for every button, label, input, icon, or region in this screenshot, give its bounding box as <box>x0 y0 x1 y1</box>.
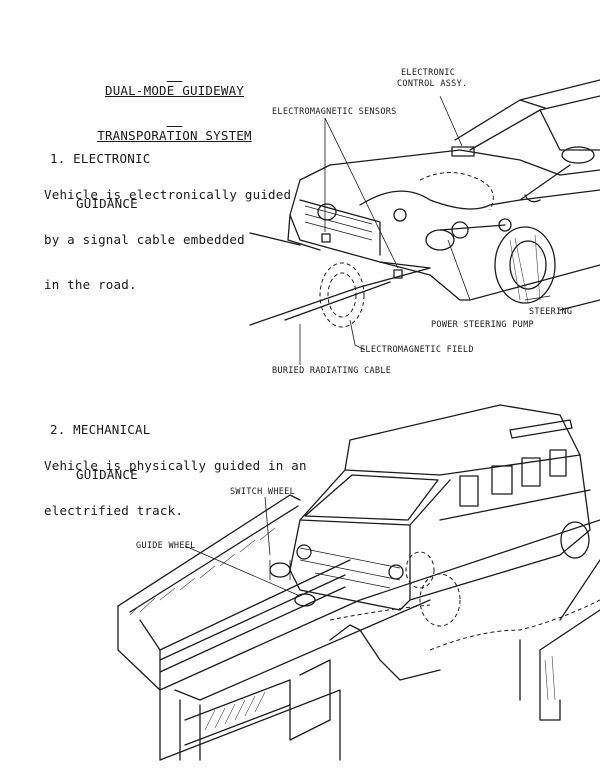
label-buried-radiating-cable: BURIED RADIATING CABLE <box>272 366 392 376</box>
section2-body-line-2: electrified track. <box>44 503 184 518</box>
label-electromagnetic-sensors: ELECTROMAGNETIC SENSORS <box>272 107 397 117</box>
title-line-1: DUAL-MODE GUIDEWAY <box>104 83 245 98</box>
label-electronic-control: ELECTRONIC CONTROL ASSY. <box>397 68 467 90</box>
section2-heading-line-2: GUIDANCE <box>76 467 138 482</box>
car-illustration <box>249 79 600 365</box>
section1-heading: 1. ELECTRONIC GUIDANCE <box>50 121 150 226</box>
section1-body-line-2: by a signal cable embedded <box>44 232 245 247</box>
section1-heading-line-2: GUIDANCE <box>76 196 138 211</box>
section1-description: Vehicle is electronically guided by a si… <box>44 157 291 307</box>
label-electronic-control-line-2: CONTROL ASSY. <box>397 79 468 89</box>
section2-body-line-1: Vehicle is physically guided in an <box>44 458 307 473</box>
section2-description: Vehicle is physically guided in an elect… <box>44 428 307 533</box>
label-power-steering-pump: POWER STEERING PUMP <box>431 320 534 330</box>
label-guide-wheel: GUIDE WHEEL <box>136 541 196 551</box>
van-illustration <box>117 404 600 761</box>
page-title: DUAL-MODE GUIDEWAY TRANSPORATION SYSTEM <box>92 53 257 158</box>
section1-body-line-3: in the road. <box>44 277 137 292</box>
title-line-2: TRANSPORATION SYSTEM <box>97 128 252 143</box>
label-electronic-control-line-1: ELECTRONIC <box>401 68 456 78</box>
section1-body-line-1: Vehicle is electronically guided <box>44 187 292 202</box>
section2-heading: 2. MECHANICAL GUIDANCE <box>50 392 150 497</box>
label-switch-wheel: SWITCH WHEEL <box>230 487 296 497</box>
section2-heading-line-1: 2. MECHANICAL <box>50 422 151 437</box>
label-steering: STEERING <box>529 307 573 317</box>
label-electromagnetic-field: ELECTROMAGNETIC FIELD <box>360 345 474 355</box>
section1-heading-line-1: 1. ELECTRONIC <box>50 151 151 166</box>
